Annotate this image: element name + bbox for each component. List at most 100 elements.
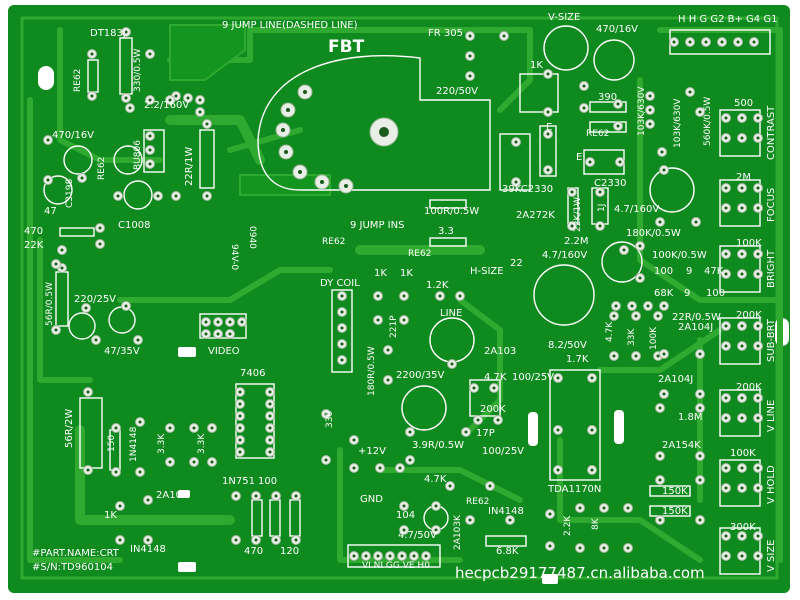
label-e1: E bbox=[546, 122, 552, 133]
pad-hole bbox=[378, 466, 382, 470]
pad-hole bbox=[756, 206, 760, 210]
pad-hole bbox=[724, 324, 728, 328]
watermark-text: hecpcb29177487.cn.alibaba.com bbox=[455, 564, 705, 582]
label-4-7k: 4.7K bbox=[605, 321, 615, 342]
pad-hole bbox=[98, 226, 102, 230]
pad-hole bbox=[630, 304, 634, 308]
label-1n751: 1N751 bbox=[222, 476, 255, 487]
label-9b: 9 bbox=[684, 288, 690, 299]
pad-hole bbox=[60, 248, 64, 252]
pad-hole bbox=[756, 554, 760, 558]
pad-hole bbox=[402, 294, 406, 298]
pad-hole bbox=[398, 466, 402, 470]
label-part-name: #PART.NAME:CRT bbox=[32, 548, 120, 559]
pad-hole bbox=[54, 262, 58, 266]
label-22k-1w: 22K/1W bbox=[573, 197, 583, 232]
pad-hole bbox=[86, 390, 90, 394]
label-200k-c: 200K bbox=[736, 382, 762, 393]
label-jump-ins: 9 JUMP INS bbox=[350, 220, 404, 231]
pad-hole bbox=[672, 40, 676, 44]
board-substrate bbox=[8, 5, 790, 593]
pad-hole bbox=[340, 342, 344, 346]
label-180r: 180R/0.5W bbox=[367, 346, 377, 396]
label-4-7-50v: 4.7/50V bbox=[398, 530, 437, 541]
pad-hole bbox=[412, 554, 416, 558]
pad-hole bbox=[156, 194, 160, 198]
pad-hole bbox=[598, 224, 602, 228]
pad-hole bbox=[756, 252, 760, 256]
label-1k-b: 1K bbox=[400, 268, 413, 279]
pad-hole bbox=[168, 98, 172, 102]
pad-hole bbox=[740, 186, 744, 190]
pad-hole bbox=[238, 390, 242, 394]
label-3-3: 3.3 bbox=[438, 226, 454, 237]
pad-hole bbox=[118, 538, 122, 542]
label-220-25v: 220/25V bbox=[74, 294, 116, 305]
label-bright: BRIGHT bbox=[766, 249, 777, 288]
label-100-b: 100 bbox=[258, 476, 277, 487]
pad-hole bbox=[464, 430, 468, 434]
pad-hole bbox=[724, 272, 728, 276]
pad-hole bbox=[756, 116, 760, 120]
label-1j: 1J bbox=[597, 204, 607, 212]
label-ul: 94V-0 bbox=[229, 244, 239, 270]
label-3-3k-a: 3.3K bbox=[157, 433, 167, 454]
pad-hole bbox=[268, 390, 272, 394]
pad-hole bbox=[268, 426, 272, 430]
label-line: LINE bbox=[440, 308, 462, 319]
label-200k-b: 200K bbox=[480, 404, 506, 415]
label-focus: FOCUS bbox=[766, 188, 777, 222]
pad-hole bbox=[46, 138, 50, 142]
pad-hole bbox=[626, 546, 630, 550]
label-in4148-c: IN4148 bbox=[130, 544, 166, 555]
pad-hole bbox=[618, 160, 622, 164]
label-68k: 68K bbox=[654, 288, 674, 299]
pad-hole bbox=[502, 34, 506, 38]
label-150k-a: 150K bbox=[662, 486, 688, 497]
pad-hole bbox=[724, 466, 728, 470]
label-4-7k-d: 4.7K bbox=[424, 474, 447, 485]
pad-hole bbox=[704, 40, 708, 44]
pad-hole bbox=[148, 98, 152, 102]
pad-hole bbox=[54, 328, 58, 332]
label-103k-630v-b: 103K/630V bbox=[673, 98, 683, 148]
pad-hole bbox=[86, 468, 90, 472]
label-re62-b: RE62 bbox=[586, 129, 609, 139]
label-2a103k: 2A103K bbox=[453, 514, 463, 550]
label-47-160v-b: 4.7/160V bbox=[542, 250, 587, 261]
pad-hole bbox=[324, 412, 328, 416]
pad-hole bbox=[556, 376, 560, 380]
pad-hole bbox=[656, 314, 660, 318]
label-v-size: V-SIZE bbox=[548, 12, 580, 23]
pad-hole bbox=[46, 178, 50, 182]
pad-hole bbox=[376, 294, 380, 298]
pad-hole bbox=[634, 314, 638, 318]
pad-hole bbox=[340, 294, 344, 298]
pad-hole bbox=[612, 314, 616, 318]
label-100k-c: 100K bbox=[649, 326, 659, 350]
pad-hole bbox=[114, 426, 118, 430]
fbt-outline bbox=[257, 55, 491, 191]
pad-hole bbox=[724, 186, 728, 190]
pad-hole bbox=[238, 426, 242, 430]
label-56r-2w: 56R/2W bbox=[64, 409, 75, 448]
pad-hole bbox=[174, 194, 178, 198]
pad-hole bbox=[352, 438, 356, 442]
through-hole-pads bbox=[43, 27, 763, 561]
pad-hole bbox=[658, 220, 662, 224]
pad-hole bbox=[192, 426, 196, 430]
pad-hole bbox=[548, 512, 552, 516]
pad-hole bbox=[114, 470, 118, 474]
label-330: 330 bbox=[325, 411, 335, 428]
pad-hole bbox=[492, 386, 496, 390]
label-22r-05w: 22R/0.5W bbox=[672, 312, 721, 323]
pad-hole bbox=[724, 486, 728, 490]
label-180k: 180K/0.5W bbox=[626, 228, 681, 239]
pad-hole bbox=[756, 344, 760, 348]
pad-hole bbox=[514, 180, 518, 184]
pad-hole bbox=[740, 344, 744, 348]
label-2a154k: 2A154K bbox=[662, 440, 701, 451]
label-6-8k: 6.8K bbox=[496, 546, 519, 557]
label-33k: 33K bbox=[627, 328, 637, 346]
pad-hole bbox=[438, 294, 442, 298]
